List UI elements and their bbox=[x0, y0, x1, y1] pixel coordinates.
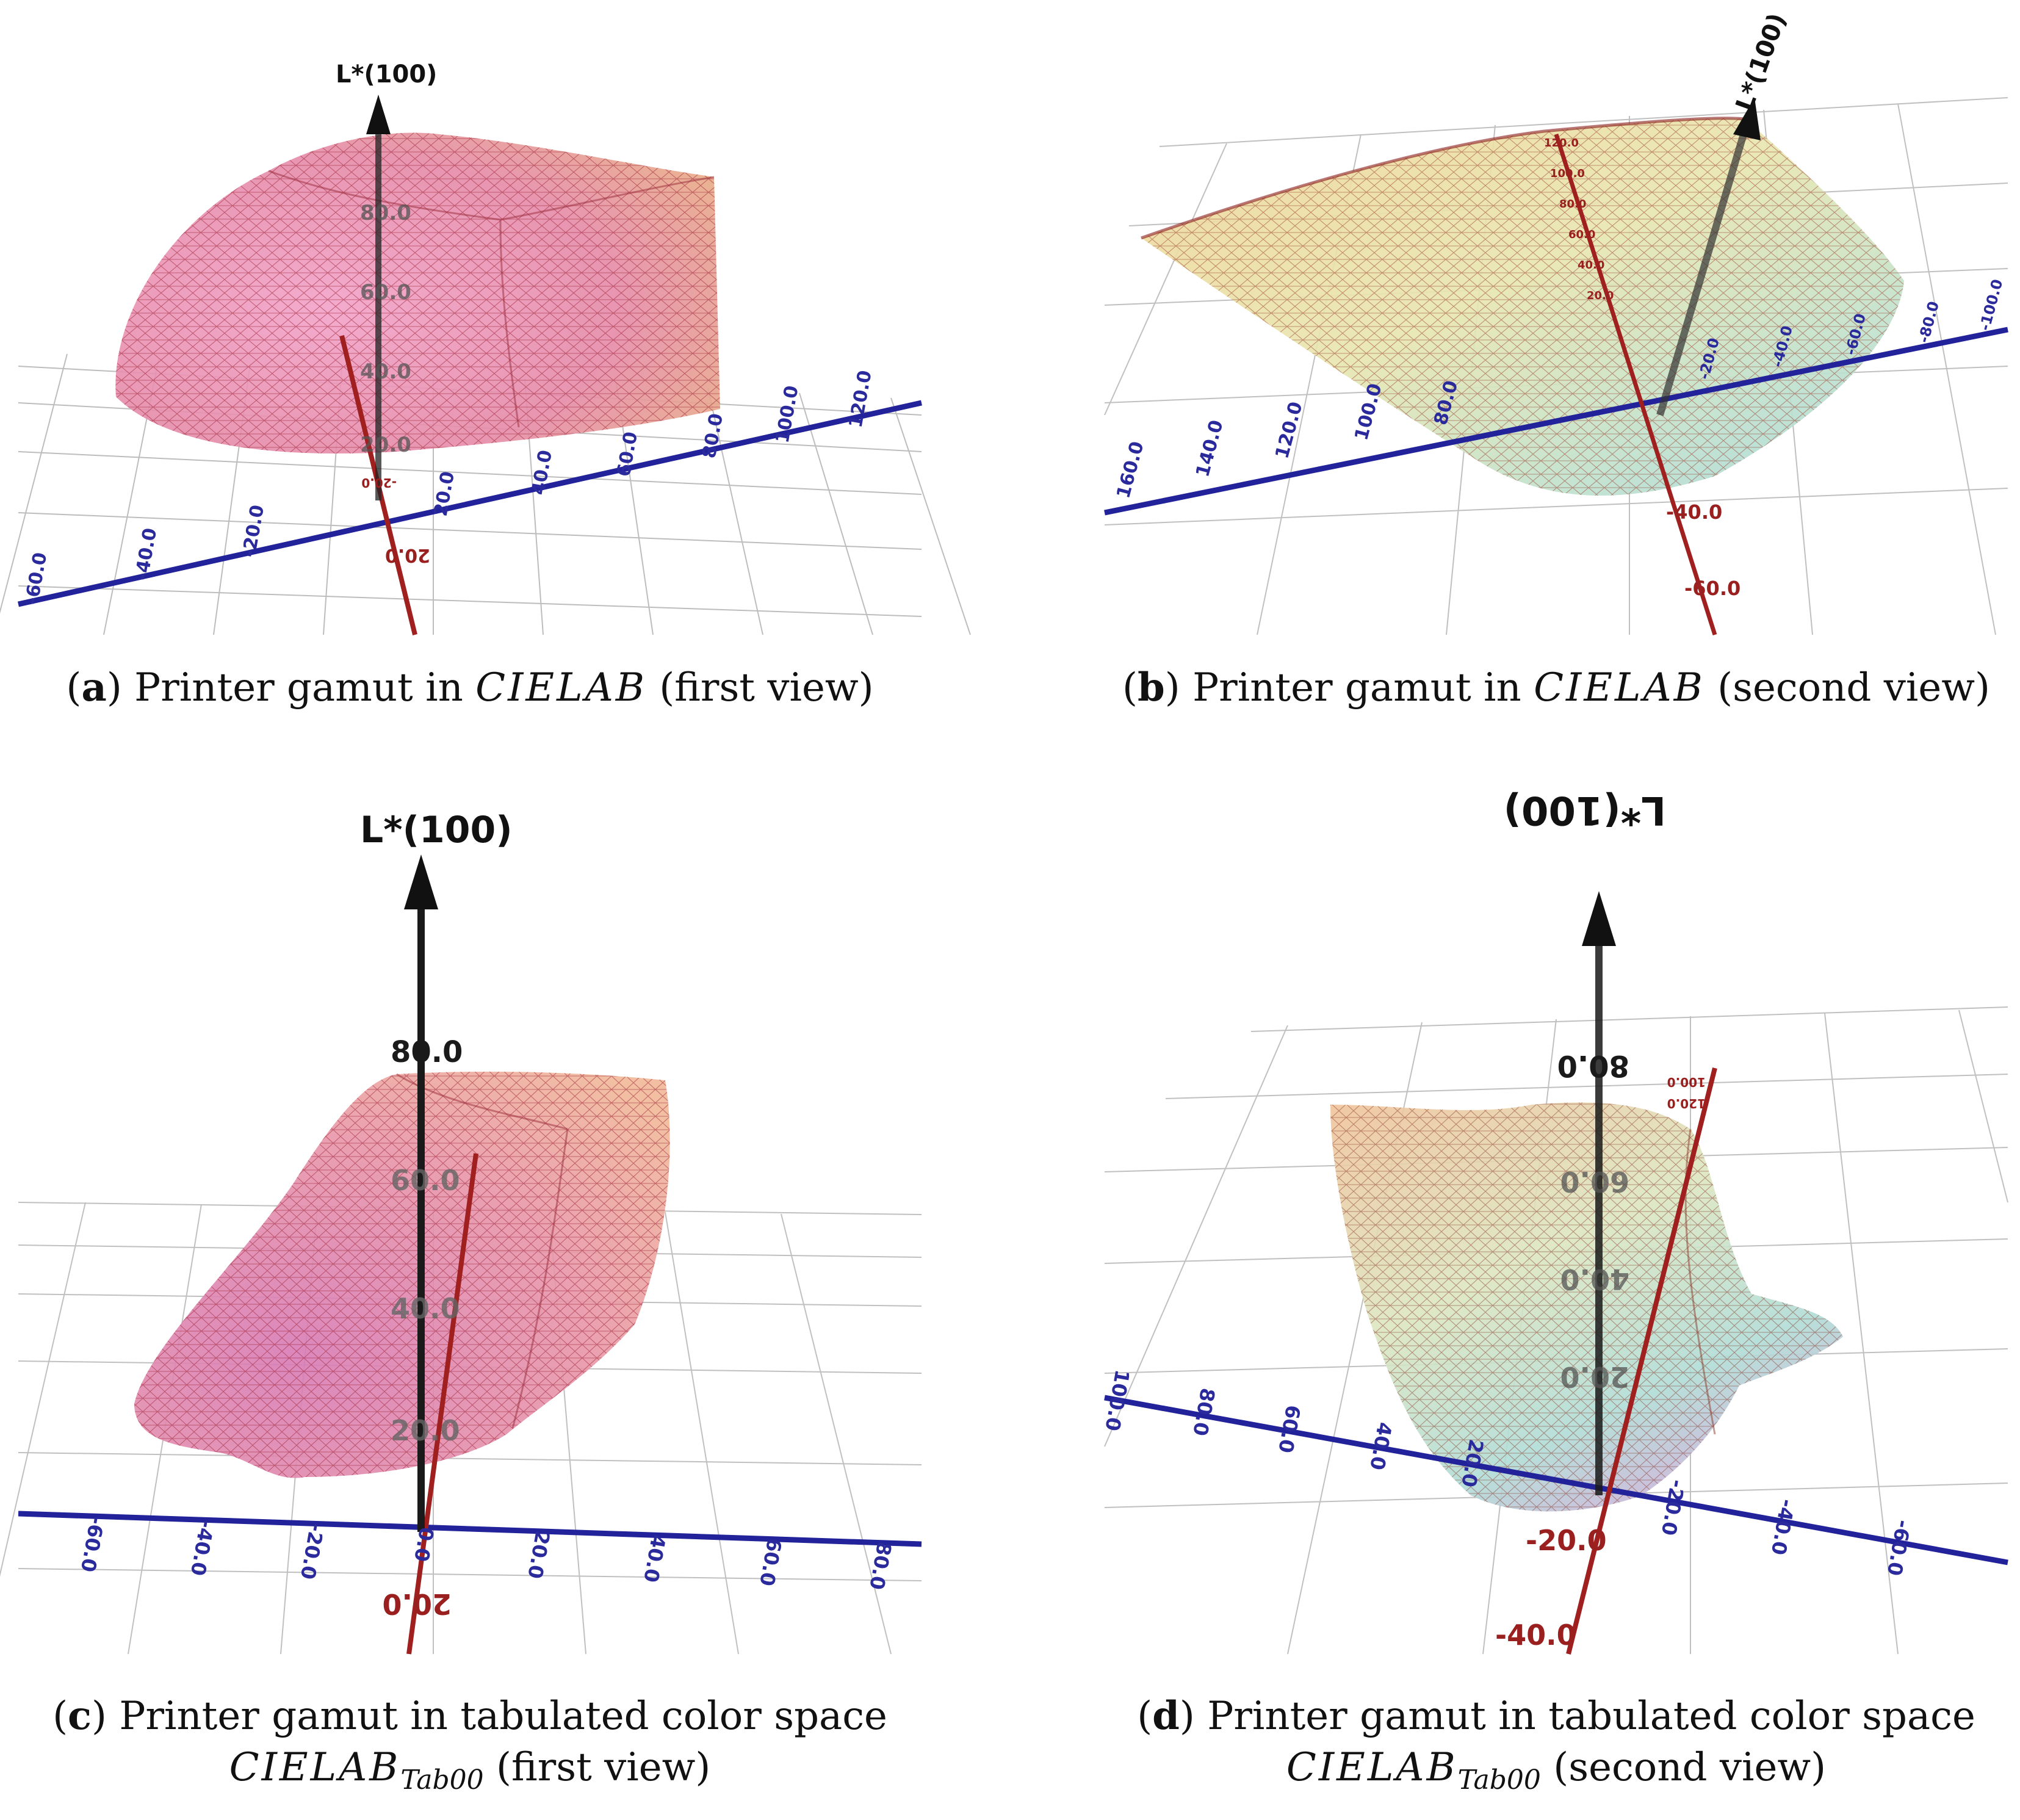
a-axis bbox=[18, 400, 922, 607]
l-tick-label: 80.0 bbox=[360, 201, 411, 225]
caption-c: (c) Printer gamut in tabulated color spa… bbox=[52, 1693, 887, 1796]
a-tick-label: -20.0 bbox=[1657, 1478, 1689, 1537]
a-tick-label: 80.0 bbox=[865, 1540, 896, 1591]
a-tick-label: 80.0 bbox=[1188, 1386, 1219, 1437]
b-tick-label: -20.0 bbox=[1526, 1524, 1607, 1557]
b-tick-label: 60.0 bbox=[1568, 228, 1595, 241]
a-tick-label: 60.0 bbox=[613, 430, 642, 478]
b-axis bbox=[1554, 133, 1717, 636]
b-tick-label: 20.0 bbox=[1587, 289, 1614, 302]
a-tick-label: -40.0 bbox=[186, 1518, 218, 1577]
a-tick-label: 140.0 bbox=[1192, 418, 1227, 480]
a-tick-label: -60.0 bbox=[76, 1514, 109, 1573]
b-axis bbox=[1566, 1067, 1717, 1655]
gamut-solid bbox=[1141, 117, 1904, 496]
l-axis bbox=[366, 95, 391, 500]
a-tick-label: -60.0 bbox=[1883, 1518, 1915, 1577]
b-axis bbox=[406, 1153, 478, 1655]
l-tick-label: 60.0 bbox=[360, 280, 411, 305]
l-axis-title: L*(100) bbox=[1504, 787, 1666, 832]
a-tick-label: 80.0 bbox=[699, 412, 727, 460]
l-tick-label: 80.0 bbox=[1557, 1049, 1629, 1083]
a-tick-label: 100.0 bbox=[1351, 381, 1386, 443]
a-tick-label: 160.0 bbox=[1113, 439, 1148, 501]
panel-c: -60.0 -40.0 -20.0 0.0 20.0 40.0 60.0 80.… bbox=[0, 787, 922, 1655]
b-tick-label: 100.0 bbox=[1667, 1075, 1706, 1089]
gamut-plot-a: -60.0 -40.0 -20.0 20.0 40.0 60.0 80.0 10… bbox=[0, 60, 971, 635]
a-axis bbox=[18, 1511, 922, 1547]
gamut-solid bbox=[115, 132, 721, 454]
a-tick-label: 120.0 bbox=[1271, 400, 1307, 461]
caption-a: (a) Printer gamut in CIELAB (first view) bbox=[66, 665, 874, 710]
b-tick-label: 120.0 bbox=[1544, 137, 1579, 150]
l-tick-label: 80.0 bbox=[391, 1035, 463, 1069]
a-tick-label: 40.0 bbox=[639, 1533, 670, 1584]
a-tick-label: 100.0 bbox=[1100, 1368, 1134, 1432]
a-tick-label: 120.0 bbox=[845, 369, 876, 430]
b-tick-label: 80.0 bbox=[1559, 198, 1586, 211]
a-tick-label: 100.0 bbox=[772, 384, 803, 445]
l-tick-label: 60.0 bbox=[1560, 1165, 1630, 1198]
a-tick-label: 20.0 bbox=[523, 1529, 554, 1580]
panel-a: -60.0 -40.0 -20.0 20.0 40.0 60.0 80.0 10… bbox=[0, 24, 971, 635]
l-tick-label: 40.0 bbox=[1560, 1263, 1630, 1296]
a-tick-label: -40.0 bbox=[1767, 1497, 1799, 1556]
panel-d: 100.0 80.0 60.0 40.0 20.0 -20.0 -40.0 -6… bbox=[1100, 775, 2008, 1655]
a-tick-label: 60.0 bbox=[1274, 1403, 1305, 1454]
l-tick-label: 20.0 bbox=[360, 433, 411, 457]
l-tick-label: 20.0 bbox=[391, 1414, 460, 1447]
l-axis bbox=[404, 854, 438, 1532]
gamut-solid bbox=[1330, 1102, 1843, 1512]
caption-b: (b) Printer gamut in CIELAB (second view… bbox=[1122, 665, 1990, 710]
b-tick-label: -60.0 bbox=[1684, 577, 1740, 600]
l-tick-label: 40.0 bbox=[391, 1292, 460, 1325]
gamut-solid bbox=[134, 1071, 670, 1478]
b-tick-label: 20.0 bbox=[383, 1587, 452, 1620]
a-axis bbox=[1104, 1395, 2008, 1565]
panel-b: 160.0 140.0 120.0 100.0 80.0 -20.0 -40.0… bbox=[1104, 10, 2008, 636]
a-tick-label: 20.0 bbox=[430, 470, 459, 518]
a-tick-label: 60.0 bbox=[755, 1536, 786, 1587]
b-tick-label: -40.0 bbox=[1495, 1619, 1576, 1652]
l-axis-title: L*(100) bbox=[1731, 10, 1792, 115]
a-tick-label: 0.0 bbox=[409, 1525, 438, 1563]
l-tick-label: 40.0 bbox=[360, 359, 411, 384]
l-axis-title: L*(100) bbox=[360, 809, 513, 851]
b-tick-label: 100.0 bbox=[1550, 167, 1585, 180]
l-tick-label: 20.0 bbox=[1560, 1360, 1630, 1393]
caption-d: (d) Printer gamut in tabulated color spa… bbox=[1137, 1693, 1975, 1796]
b-tick-label: 120.0 bbox=[1667, 1096, 1706, 1111]
gamut-plot-d: 100.0 80.0 60.0 40.0 20.0 -20.0 -40.0 -6… bbox=[1100, 787, 2008, 1655]
l-axis-title: L*(100) bbox=[336, 60, 437, 88]
b-tick-label: 20.0 bbox=[385, 544, 430, 566]
gamut-plot-c: -60.0 -40.0 -20.0 0.0 20.0 40.0 60.0 80.… bbox=[0, 809, 922, 1655]
b-tick-label: -20.0 bbox=[361, 475, 397, 490]
a-axis bbox=[1104, 327, 2008, 516]
l-tick-label: 60.0 bbox=[391, 1164, 460, 1197]
b-tick-label: 40.0 bbox=[1578, 259, 1604, 272]
b-tick-label: -40.0 bbox=[1666, 500, 1722, 524]
gamut-plot-b: 160.0 140.0 120.0 100.0 80.0 -20.0 -40.0… bbox=[1104, 10, 2008, 636]
l-axis bbox=[1582, 891, 1616, 1495]
l-axis bbox=[1656, 98, 1761, 416]
a-tick-label: 40.0 bbox=[528, 449, 557, 497]
a-tick-label: 40.0 bbox=[1365, 1420, 1396, 1472]
a-tick-label: -100.0 bbox=[1976, 278, 2006, 333]
